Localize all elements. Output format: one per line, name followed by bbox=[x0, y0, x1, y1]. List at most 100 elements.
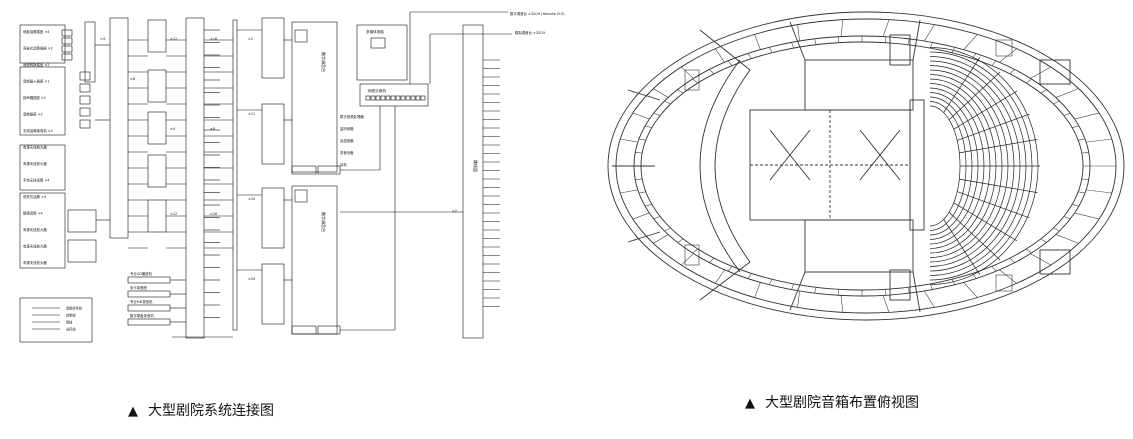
room-divider bbox=[653, 216, 661, 220]
switch-port bbox=[395, 95, 401, 101]
source-label: 鹅颈话筒 ×4 bbox=[23, 211, 43, 216]
room-divider bbox=[1026, 248, 1032, 254]
plan-seating bbox=[929, 47, 1040, 285]
caption-right-text: 大型剧院音箱布置俯视图 bbox=[765, 395, 919, 411]
seat-row bbox=[929, 105, 961, 227]
room-divider bbox=[1081, 178, 1089, 180]
room-divider bbox=[635, 178, 643, 180]
computer-monitor bbox=[370, 37, 386, 49]
jack-box bbox=[61, 53, 73, 61]
switch-port bbox=[370, 95, 376, 101]
trunk-line bbox=[232, 19, 238, 331]
cable-mark: ×8 bbox=[130, 77, 135, 81]
device-box bbox=[127, 318, 171, 326]
source-label: 手持无线话筒 ×4 bbox=[23, 178, 49, 183]
room-divider bbox=[1053, 100, 1060, 105]
plan-rooms bbox=[616, 19, 1116, 313]
console-port bbox=[291, 325, 317, 335]
cable-mark: ×4 bbox=[170, 127, 175, 131]
room-divider bbox=[677, 89, 684, 94]
jack-box bbox=[79, 119, 91, 129]
room-divider bbox=[653, 112, 661, 116]
room-divider bbox=[1078, 138, 1086, 141]
cable-mark: ×10 bbox=[248, 197, 255, 201]
room-divider bbox=[924, 290, 935, 308]
source-group bbox=[19, 297, 93, 343]
console-label: 数字调音台 bbox=[321, 212, 327, 232]
mixer-input bbox=[261, 263, 285, 325]
room-divider bbox=[1063, 216, 1071, 220]
room-divider bbox=[709, 69, 715, 75]
room-divider bbox=[1086, 138, 1112, 143]
jack-box bbox=[79, 107, 91, 117]
room-divider bbox=[930, 283, 933, 290]
room-divider bbox=[715, 269, 725, 284]
room-divider bbox=[638, 138, 646, 141]
seat-aisle bbox=[959, 139, 1038, 154]
switch-port bbox=[380, 95, 386, 101]
room-divider bbox=[645, 125, 652, 128]
source-label: 扬声器插座 ×2 bbox=[23, 95, 46, 100]
plan-outer-wall-inner bbox=[615, 18, 1117, 314]
room-divider bbox=[814, 38, 817, 45]
room-divider bbox=[1063, 112, 1071, 116]
source-label: 背景式话筒插座 ×2 bbox=[23, 46, 53, 51]
room-divider bbox=[632, 112, 650, 120]
room-divider bbox=[963, 34, 978, 50]
room-divider bbox=[882, 295, 890, 313]
room-divider bbox=[638, 191, 646, 194]
room-divider bbox=[972, 273, 977, 279]
room-divider bbox=[814, 287, 817, 294]
seat-aisle bbox=[948, 71, 1001, 121]
room-divider bbox=[768, 279, 773, 285]
room-divider bbox=[999, 269, 1017, 284]
room-divider bbox=[692, 248, 698, 254]
legend-label: 网线 bbox=[66, 320, 73, 325]
caption-marker-icon: ▲ bbox=[128, 404, 138, 419]
room-divider bbox=[1040, 238, 1047, 243]
plan-backstage-bottom bbox=[804, 219, 914, 273]
room-divider bbox=[645, 204, 652, 207]
plan-left-curve bbox=[714, 69, 751, 263]
room-divider bbox=[692, 78, 698, 84]
cable-mark: ×4 bbox=[100, 37, 105, 41]
room-divider bbox=[907, 38, 910, 45]
room-divider bbox=[664, 227, 671, 232]
room-divider bbox=[1078, 191, 1086, 194]
cable-mark: ×2 bbox=[248, 37, 253, 41]
jack-box bbox=[79, 95, 91, 105]
switch-port bbox=[385, 95, 391, 101]
room-divider bbox=[747, 273, 752, 279]
network-switch bbox=[359, 83, 429, 107]
room-divider bbox=[951, 279, 956, 285]
jack-box bbox=[79, 83, 91, 93]
room-divider bbox=[747, 53, 752, 59]
switch-port bbox=[390, 95, 396, 101]
patch-column bbox=[185, 17, 205, 339]
device-box bbox=[127, 290, 171, 298]
source-label: 领夹式话筒 ×4 bbox=[23, 194, 46, 199]
device-label: 数字硬盘录音机 bbox=[130, 313, 154, 318]
room-divider bbox=[1009, 257, 1015, 263]
source-label: 有源天线放大器 bbox=[23, 260, 47, 265]
source-group bbox=[19, 144, 66, 191]
mixer-input bbox=[261, 103, 285, 165]
room-divider bbox=[791, 42, 794, 49]
digital-console bbox=[291, 185, 338, 335]
device-label: 专业CD播放机 bbox=[130, 271, 153, 276]
room-divider bbox=[754, 282, 761, 298]
plan-stair bbox=[684, 244, 700, 266]
stage-box bbox=[147, 19, 167, 53]
source-label: 音频插入插座 ×1 bbox=[23, 79, 49, 84]
source-group bbox=[19, 66, 66, 136]
plan-stair bbox=[995, 39, 1013, 57]
device-label: 专业MD录放机 bbox=[130, 299, 153, 304]
room-divider bbox=[840, 295, 844, 313]
room-divider bbox=[653, 88, 669, 98]
room-divider bbox=[951, 47, 956, 53]
caption-right: ▲大型剧院音箱布置俯视图 bbox=[745, 392, 919, 412]
room-divider bbox=[1030, 253, 1051, 266]
switch-port bbox=[420, 95, 426, 101]
room-divider bbox=[884, 289, 887, 296]
